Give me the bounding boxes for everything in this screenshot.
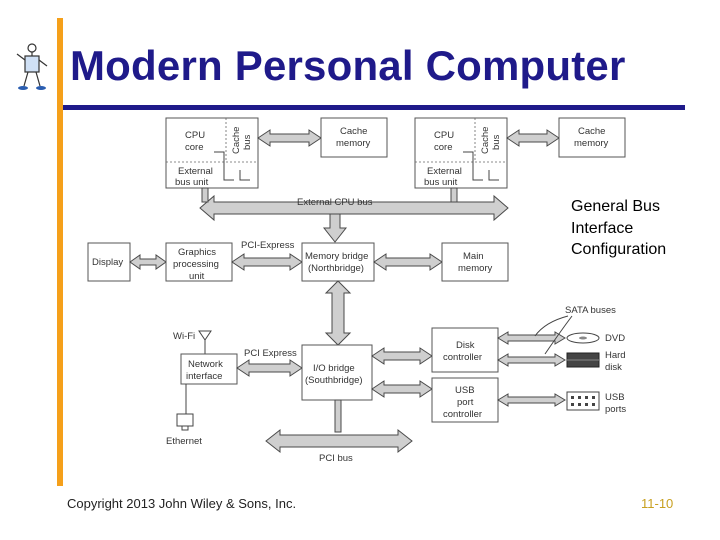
display-box (87, 242, 131, 282)
ethernet-label: Ethernet (166, 436, 202, 447)
pci-bus (265, 428, 413, 454)
gpu-label-line1: Graphics (178, 247, 216, 258)
main-memory-label-line2: memory (458, 263, 493, 274)
hard-disk-icon (566, 352, 600, 368)
southbridge-label-line1: I/O bridge (313, 363, 355, 374)
cache-memory-2 (558, 117, 626, 158)
cpu1-core-label-line2: core (185, 142, 203, 153)
cpu2-cache-label-line2: bus (491, 134, 502, 150)
usb-controller-label-line1: USB (455, 385, 475, 396)
cpu1-cache-label-line1: Cache (231, 127, 242, 154)
usb-ports-icon (566, 391, 600, 411)
dvd-label: DVD (605, 333, 625, 344)
network-label-line2: interface (186, 371, 222, 382)
dvd-icon (566, 332, 600, 344)
cache-memory-2-line1: Cache (578, 126, 605, 137)
hard-disk-label-line1: Hard (605, 350, 626, 361)
external-cpu-bus (199, 194, 509, 222)
pci-express-bottom-label: PCI Express (244, 348, 297, 359)
gpu-label-line3: unit (189, 271, 205, 282)
cpu1-core-label-line1: CPU (185, 130, 205, 141)
sata-label: SATA buses (565, 305, 616, 316)
northbridge-box (301, 242, 375, 282)
cache-memory-1-line2: memory (336, 138, 371, 149)
mascot-icon (16, 43, 48, 90)
northbridge-label-line2: (Northbridge) (308, 263, 364, 274)
cache-memory-1-line1: Cache (340, 126, 367, 137)
cpu1-ebu-label-line2: bus unit (175, 177, 209, 188)
cache-memory-2-line2: memory (574, 138, 609, 149)
southbridge-box (301, 344, 373, 401)
southbridge-label-line2: (Southbridge) (305, 375, 363, 386)
northbridge-label-line1: Memory bridge (305, 251, 368, 262)
copyright: Copyright 2013 John Wiley & Sons, Inc. (67, 496, 297, 511)
side-note-line1: General Bus (571, 198, 660, 215)
page-title: Modern Personal Computer (70, 42, 626, 89)
sata-pointer-1 (534, 315, 569, 337)
side-note-line3: Configuration (571, 241, 667, 258)
wifi-label: Wi-Fi (173, 331, 195, 342)
side-note: General Bus Interface Configuration (571, 196, 666, 261)
disk-controller-box (431, 327, 499, 373)
page-number: 11-10 (641, 496, 674, 511)
cpu1-ebu-label-line1: External (178, 166, 213, 177)
external-cpu-bus-label: External CPU bus (297, 197, 373, 208)
network-label-line1: Network (188, 359, 223, 370)
cache-memory-1 (320, 117, 388, 158)
usb-ports-label-line1: USB (605, 392, 625, 403)
usb-ports-label-line2: ports (605, 404, 626, 415)
gpu-label-line2: processing (173, 259, 219, 270)
main-memory-label-line1: Main (463, 251, 484, 262)
usb-controller-label-line3: controller (443, 409, 482, 420)
display-label: Display (92, 257, 123, 268)
antenna-icon (198, 330, 212, 354)
cpu2-ebu-label-line2: bus unit (424, 177, 458, 188)
cpu2-cache-label-line1: Cache (480, 127, 491, 154)
disk-controller-label-line2: controller (443, 352, 482, 363)
side-note-line2: Interface (571, 219, 634, 237)
title-underline (63, 105, 685, 110)
usb-controller-label-line2: port (457, 397, 474, 408)
cpu2-ebu-label-line1: External (427, 166, 462, 177)
cpu1-cache-label-line2: bus (242, 134, 253, 150)
usb-controller-box (431, 377, 499, 423)
network-interface-box (180, 353, 238, 385)
accent-vertical-bar (57, 18, 63, 486)
cpu-module-2 (414, 117, 508, 189)
pci-bus-label: PCI bus (319, 453, 353, 464)
pci-express-top-label: PCI-Express (241, 240, 295, 251)
cpu2-core-label-line1: CPU (434, 130, 454, 141)
main-memory-box (441, 242, 509, 282)
disk-controller-label-line1: Disk (456, 340, 475, 351)
hard-disk-label-line2: disk (605, 362, 622, 373)
cpu-module-1 (165, 117, 259, 189)
sata-pointer-2 (544, 315, 573, 355)
gpu-box (165, 242, 233, 282)
ethernet-icon (176, 413, 194, 431)
cpu2-core-label-line2: core (434, 142, 452, 153)
